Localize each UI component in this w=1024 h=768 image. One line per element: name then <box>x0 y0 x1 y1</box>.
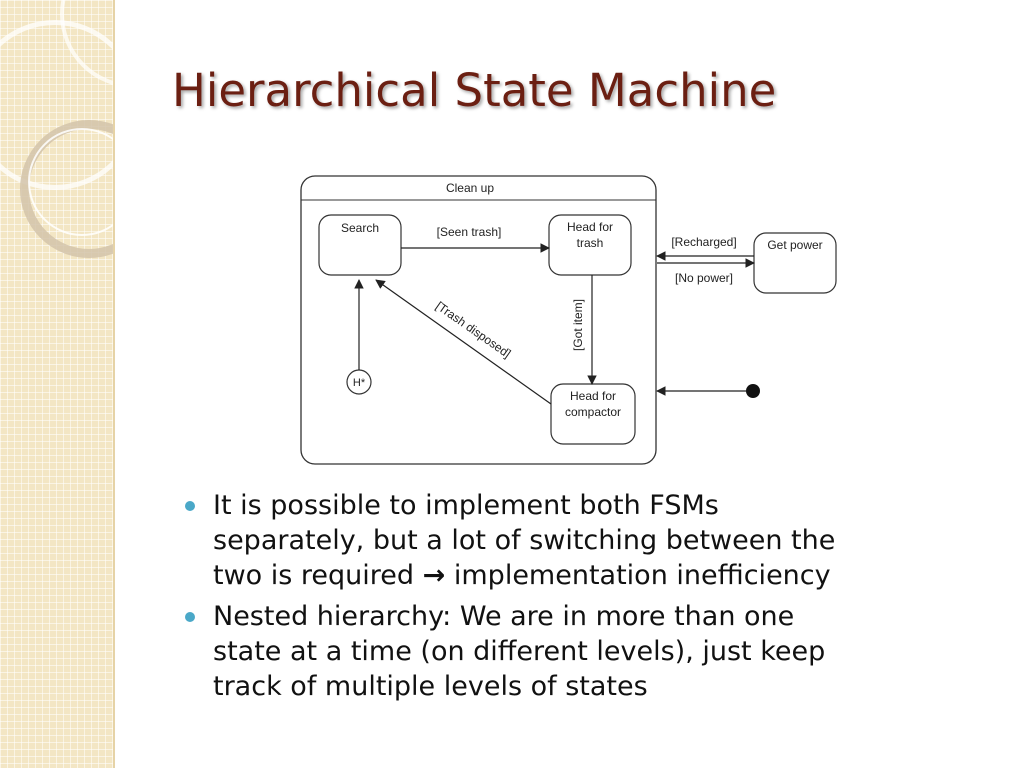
bullet-text: It is possible to implement both FSMs <box>213 490 719 521</box>
decorative-sidebar <box>0 0 113 768</box>
bullet-text: state at a time (on different levels), j… <box>213 636 826 667</box>
history-label: H* <box>353 377 366 389</box>
right-arrow-icon: → <box>422 560 446 591</box>
state-search <box>318 214 402 276</box>
state-head-for-compactor-label: compactor <box>565 405 621 419</box>
sidebar-divider <box>113 0 115 768</box>
bullet-text: implementation inefficiency <box>453 560 831 591</box>
transition-recharged-label: [Recharged] <box>671 235 736 249</box>
bullet-dot-icon <box>185 612 195 622</box>
bullet-text: separately, but a lot of switching betwe… <box>213 525 836 556</box>
bullet-dot-icon <box>185 501 195 511</box>
slide-title: Hierarchical State Machine <box>172 64 777 117</box>
transition-trash-disposed <box>375 279 552 405</box>
state-get-power-label: Get power <box>767 238 822 252</box>
state-machine-diagram: Clean up Search Head for trash Head for … <box>300 175 837 465</box>
bullet-text: Nested hierarchy: We are in more than on… <box>213 601 795 632</box>
transition-seen-trash-label: [Seen trash] <box>437 225 502 239</box>
initial-state-dot <box>746 384 760 398</box>
transition-got-item-label: [Got item] <box>571 299 585 351</box>
state-search-label: Search <box>341 221 379 235</box>
bullet-item: Nested hierarchy: We are in more than on… <box>185 599 985 704</box>
bullet-text: two is required <box>213 560 415 591</box>
decorative-ring <box>20 120 113 258</box>
state-head-for-trash-label: Head for <box>567 220 613 234</box>
transition-no-power-label: [No power] <box>675 271 733 285</box>
state-head-for-trash-label: trash <box>577 236 604 250</box>
bullet-text: track of multiple levels of states <box>213 671 648 702</box>
superstate-label: Clean up <box>446 181 494 195</box>
state-head-for-compactor-label: Head for <box>570 389 616 403</box>
bullet-item: It is possible to implement both FSMs se… <box>185 488 985 593</box>
bullet-list: It is possible to implement both FSMs se… <box>185 488 985 710</box>
